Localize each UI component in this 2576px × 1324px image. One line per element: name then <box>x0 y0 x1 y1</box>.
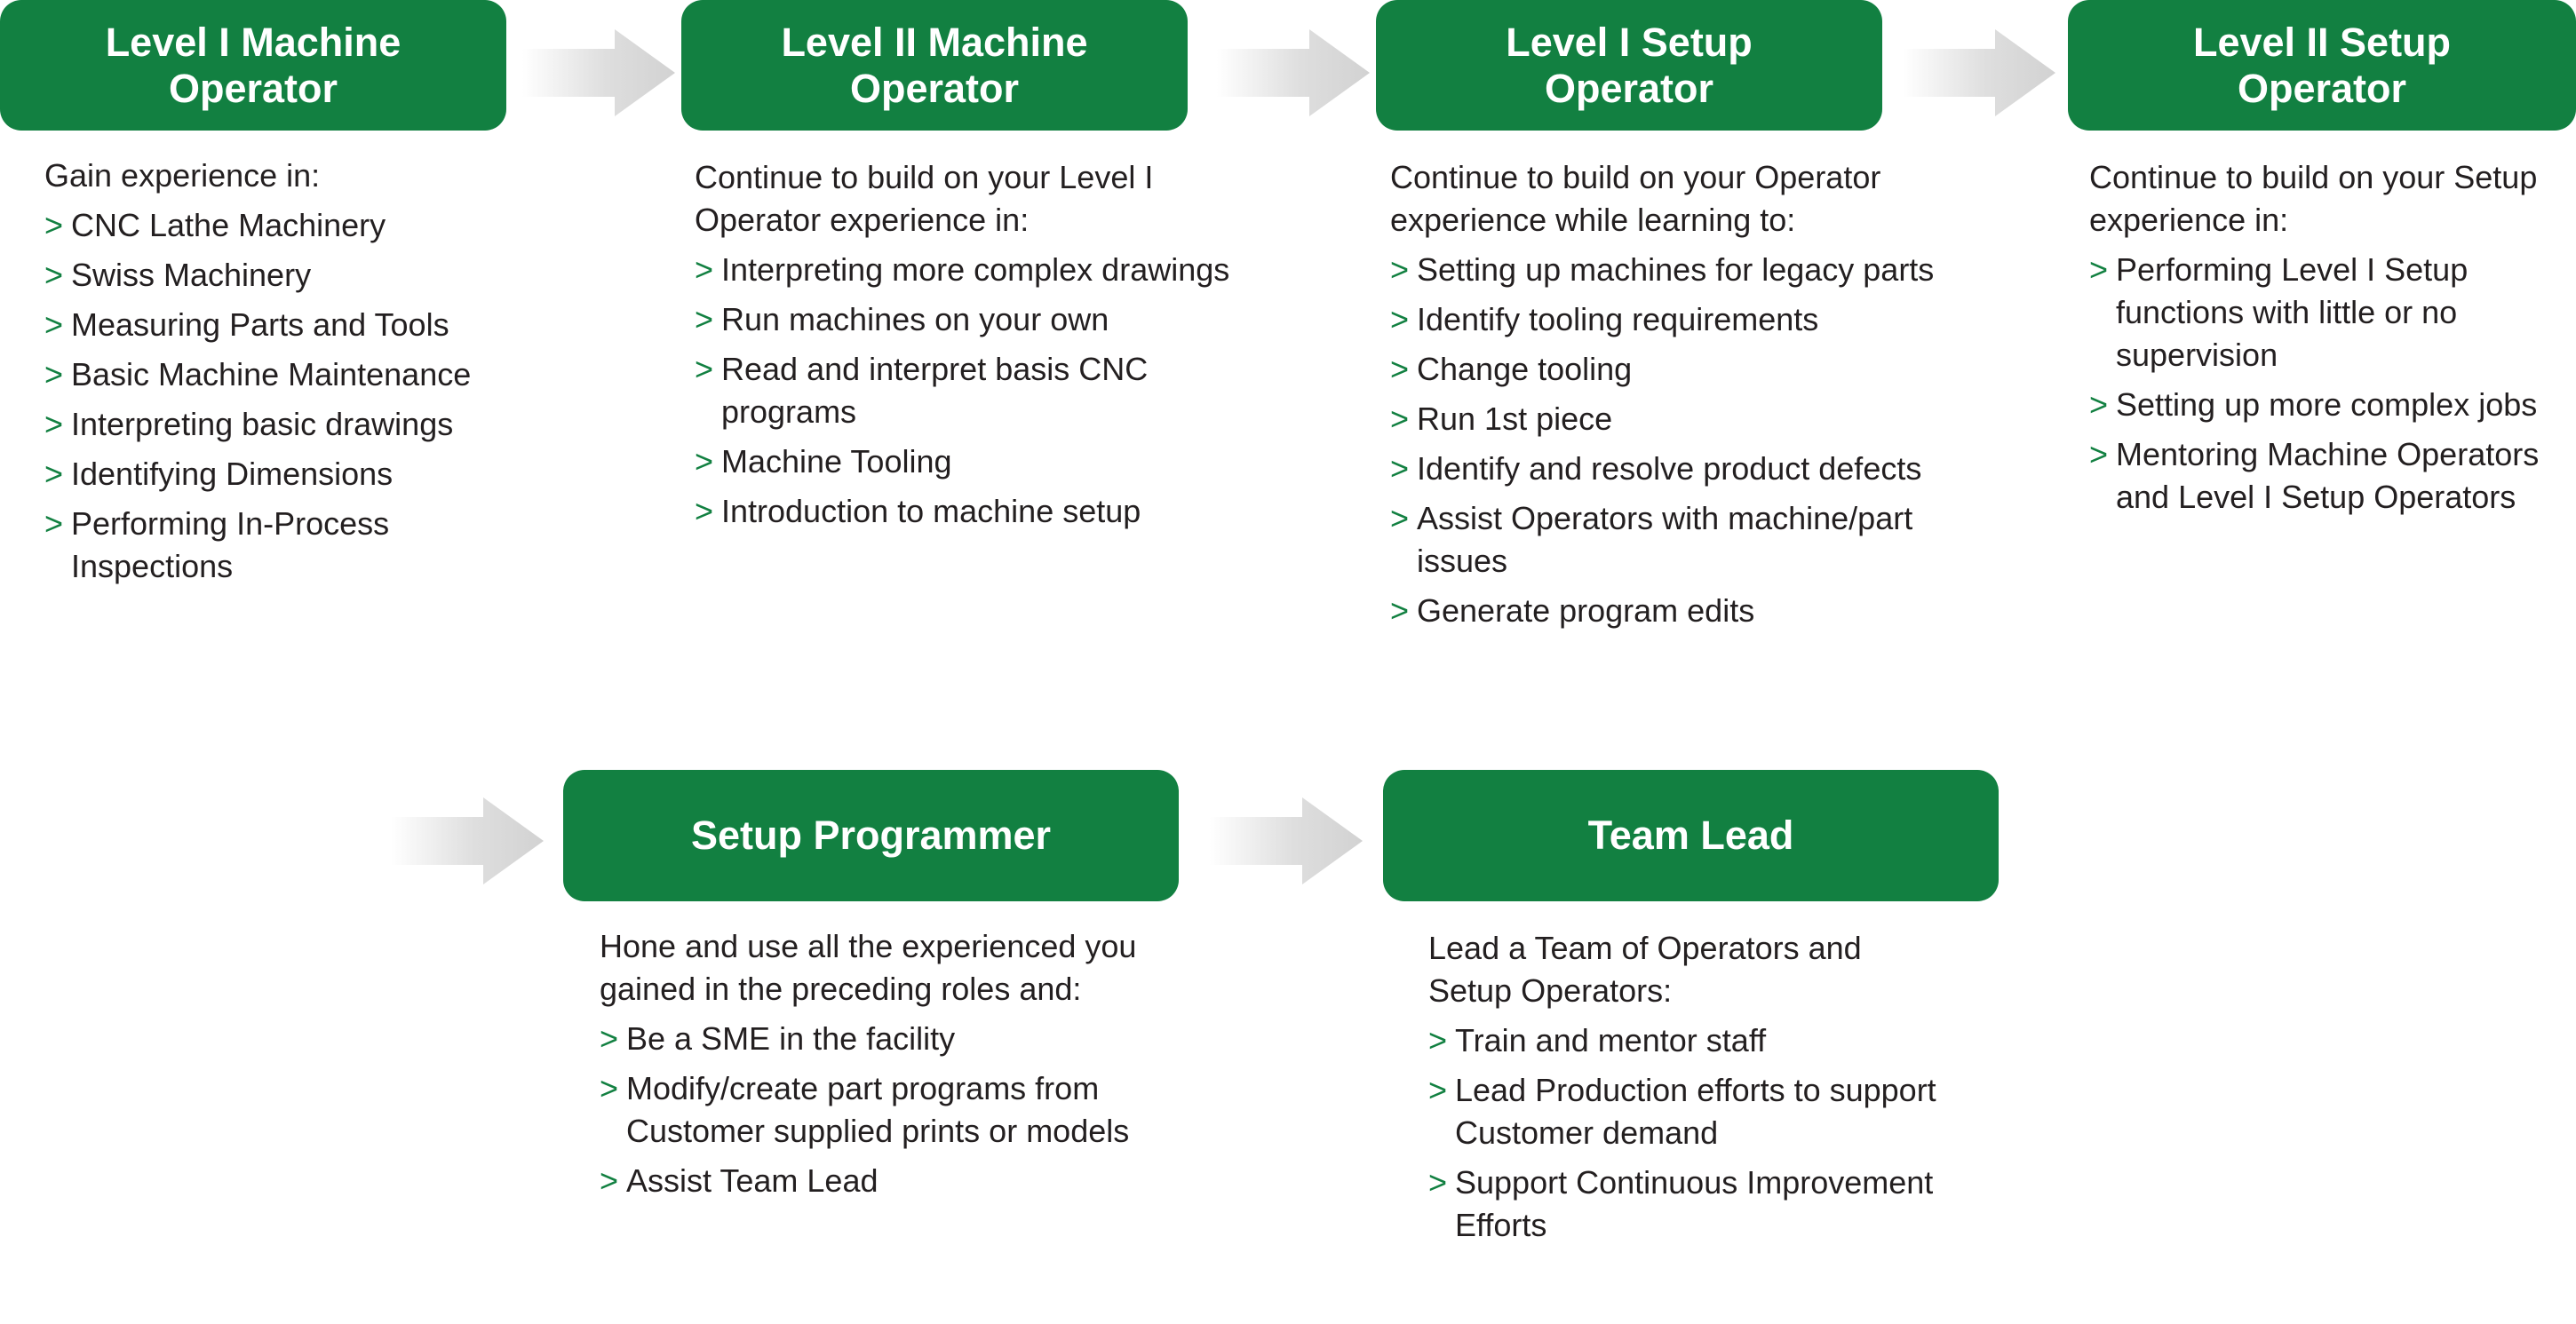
intro-text: Gain experience in: <box>44 157 321 194</box>
role-details-level-2-machine-operator: Continue to build on your Level I Operato… <box>695 156 1272 540</box>
skill-item: Change tooling <box>1390 348 1994 391</box>
skill-item: Setting up machines for legacy parts <box>1390 249 1994 291</box>
role-title-line: Level II Machine <box>781 19 1088 65</box>
role-box-team-lead: Team Lead <box>1383 770 1999 901</box>
flow-arrow <box>1210 797 1363 884</box>
intro-text: experience while learning to: <box>1390 202 1796 238</box>
role-title-line: Operator <box>1544 65 1714 111</box>
skill-item: Read and interpret basis CNC programs <box>695 348 1272 433</box>
flow-arrow <box>1217 29 1370 116</box>
role-title-line: Team Lead <box>1587 813 1794 858</box>
skill-list: Interpreting more complex drawings Run m… <box>695 249 1272 533</box>
skill-item: Modify/create part programs from Custome… <box>600 1067 1168 1153</box>
skill-item: Measuring Parts and Tools <box>44 304 542 346</box>
intro-text: Continue to build on your Operator <box>1390 159 1881 195</box>
skill-item: Swiss Machinery <box>44 254 542 297</box>
skill-list: Performing Level I Setup functions with … <box>2089 249 2576 519</box>
role-title-line: Operator <box>2237 65 2407 111</box>
intro-text: Lead a Team of Operators and <box>1428 930 1862 966</box>
skill-list: Train and mentor staff Lead Production e… <box>1428 1019 2032 1247</box>
flow-arrow <box>391 797 544 884</box>
role-title-line: Operator <box>168 65 338 111</box>
flow-arrow <box>1903 29 2055 116</box>
role-box-setup-programmer: Setup Programmer <box>563 770 1179 901</box>
skill-list: Setting up machines for legacy parts Ide… <box>1390 249 1994 632</box>
skill-item: Lead Production efforts to support Custo… <box>1428 1069 2032 1154</box>
skill-item: Basic Machine Maintenance <box>44 353 542 396</box>
skill-item: Mentoring Machine Operators and Level I … <box>2089 433 2576 519</box>
intro-text: Operator experience in: <box>695 202 1030 238</box>
skill-item: Interpreting basic drawings <box>44 403 542 446</box>
skill-item: Run 1st piece <box>1390 398 1994 440</box>
skill-list: Be a SME in the facility Modify/create p… <box>600 1018 1168 1202</box>
skill-item: CNC Lathe Machinery <box>44 204 542 247</box>
intro-text: Hone and use all the experienced you <box>600 928 1137 964</box>
skill-item: Setting up more complex jobs <box>2089 384 2576 426</box>
skill-item: Support Continuous Improvement Efforts <box>1428 1161 2032 1247</box>
skill-item: Machine Tooling <box>695 440 1272 483</box>
skill-item: Performing Level I Setup functions with … <box>2089 249 2576 377</box>
skill-item: Interpreting more complex drawings <box>695 249 1272 291</box>
skill-list: CNC Lathe Machinery Swiss Machinery Meas… <box>44 204 542 588</box>
intro-text: Continue to build on your Level I <box>695 159 1154 195</box>
role-title-line: Setup Programmer <box>690 813 1052 858</box>
role-details-level-1-setup-operator: Continue to build on your Operator experi… <box>1390 156 1994 639</box>
intro-text: Setup Operators: <box>1428 972 1673 1009</box>
role-title-line: Level I Setup <box>1506 19 1753 65</box>
skill-item: Be a SME in the facility <box>600 1018 1168 1060</box>
role-title-line: Level II Setup <box>2192 19 2452 65</box>
skill-item: Assist Operators with machine/part issue… <box>1390 497 1994 583</box>
role-details-setup-programmer: Hone and use all the experienced you gain… <box>600 925 1168 1209</box>
flow-arrow <box>522 29 675 116</box>
skill-item: Identifying Dimensions <box>44 453 542 496</box>
skill-item: Performing In-Process Inspections <box>44 503 542 588</box>
intro-text: Continue to build on your Setup <box>2089 159 2538 195</box>
intro-text: experience in: <box>2089 202 2289 238</box>
skill-item: Identify tooling requirements <box>1390 298 1994 341</box>
role-details-level-2-setup-operator: Continue to build on your Setup experienc… <box>2089 156 2576 526</box>
skill-item: Run machines on your own <box>695 298 1272 341</box>
skill-item: Introduction to machine setup <box>695 490 1272 533</box>
skill-item: Generate program edits <box>1390 590 1994 632</box>
role-title-line: Operator <box>849 65 1020 111</box>
skill-item: Identify and resolve product defects <box>1390 448 1994 490</box>
skill-item: Assist Team Lead <box>600 1160 1168 1202</box>
skill-item: Train and mentor staff <box>1428 1019 2032 1062</box>
intro-text: gained in the preceding roles and: <box>600 971 1082 1007</box>
role-details-level-1-machine-operator: Gain experience in: CNC Lathe Machinery … <box>44 155 542 595</box>
role-title-line: Level I Machine <box>105 19 402 65</box>
